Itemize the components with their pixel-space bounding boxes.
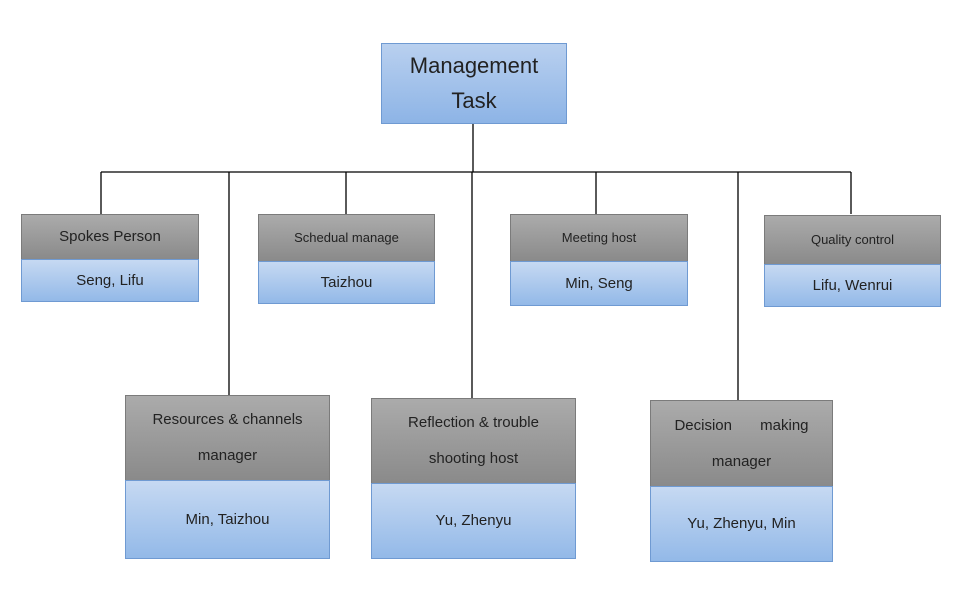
role-decision-making-manager-header: Decision making manager: [650, 400, 833, 486]
role-quality-control-header: Quality control: [764, 215, 941, 264]
members-label: Yu, Zhenyu, Min: [687, 515, 796, 532]
role-resources-channels-manager-members: Min, Taizhou: [125, 480, 330, 559]
role-schedual-manage-members: Taizhou: [258, 261, 435, 304]
role-quality-control-members: Lifu, Wenrui: [764, 264, 941, 307]
members-label: Min, Seng: [565, 274, 633, 292]
role-label: Schedual manage: [294, 229, 399, 245]
role-label: Decision making manager: [674, 416, 809, 470]
root-management-task: Management Task: [381, 43, 567, 124]
role-reflection-trouble-shooting-host-members: Yu, Zhenyu: [371, 483, 576, 559]
members-label: Taizhou: [320, 273, 373, 291]
role-meeting-host-header: Meeting host: [510, 214, 688, 261]
role-schedual-manage-header: Schedual manage: [258, 214, 435, 261]
role-label: Quality control: [810, 231, 895, 247]
role-label: Reflection & trouble shooting host: [408, 414, 539, 467]
role-reflection-trouble-shooting-host-header: Reflection & trouble shooting host: [371, 398, 576, 483]
role-decision-making-manager-members: Yu, Zhenyu, Min: [650, 486, 833, 562]
members-label: Lifu, Wenrui: [812, 276, 893, 294]
role-label: Spokes Person: [59, 228, 161, 245]
root-title: Management Task: [409, 53, 539, 113]
role-spokes-person-members: Seng, Lifu: [21, 259, 199, 302]
role-resources-channels-manager-header: Resources & channels manager: [125, 395, 330, 480]
role-meeting-host-members: Min, Seng: [510, 261, 688, 306]
members-label: Seng, Lifu: [76, 271, 144, 289]
role-label: Resources & channels manager: [152, 411, 303, 464]
members-label: Min, Taizhou: [185, 510, 270, 528]
members-label: Yu, Zhenyu: [435, 512, 512, 529]
role-label: Meeting host: [561, 229, 637, 245]
role-spokes-person-header: Spokes Person: [21, 214, 199, 259]
